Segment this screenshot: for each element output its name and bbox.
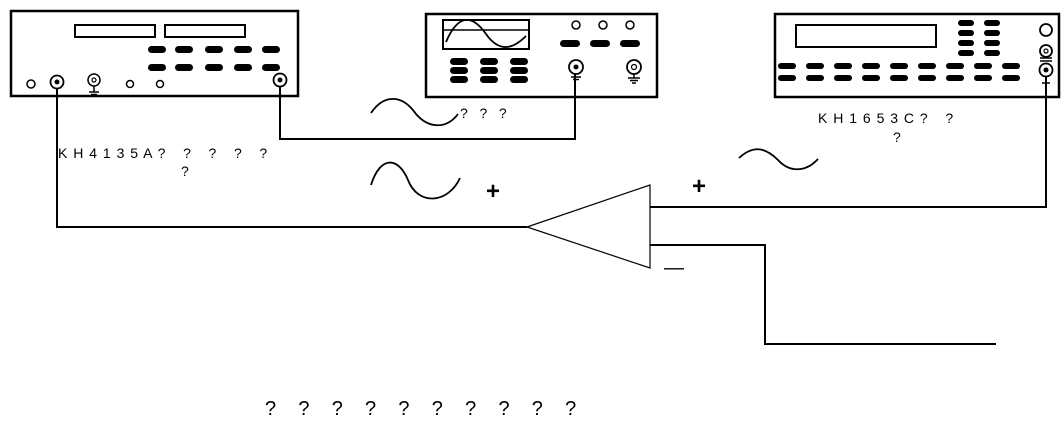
amp-minus-input-label: — — [664, 257, 684, 279]
output-plus-label: + — [486, 178, 501, 205]
wave-icon — [738, 148, 819, 171]
wiring — [56, 74, 1047, 345]
amp-plus-input-label: + — [692, 173, 707, 200]
wire-plus-input — [650, 77, 1047, 208]
figure-caption: ? ? ? ? ? ? ? ? ? ? — [265, 398, 577, 420]
wave-icon — [370, 98, 459, 127]
wave-icon — [370, 161, 461, 200]
wire-minus-input — [650, 244, 996, 345]
amplifier-symbol — [525, 184, 651, 269]
wave-icon — [445, 18, 527, 48]
terminal-icon — [272, 72, 288, 88]
terminal-icon — [49, 74, 65, 90]
middle-instrument — [424, 12, 659, 99]
ground-icon — [89, 91, 99, 96]
left-instrument — [9, 9, 300, 98]
terminal-icon — [1039, 44, 1053, 58]
right-instrument-keypad — [778, 20, 1020, 81]
right-instrument-label-line1: K H 1 6 5 3 C ? ? — [818, 110, 954, 126]
wire-generator-link — [279, 74, 576, 140]
left-instrument-label-line2: ? — [181, 163, 189, 179]
wire-amp-output — [56, 89, 527, 228]
ground-icon — [628, 77, 640, 84]
left-instrument-keypad — [148, 46, 280, 71]
right-instrument — [773, 12, 1061, 99]
right-instrument-label-line2: ? — [893, 129, 901, 145]
terminal-icon — [568, 59, 584, 75]
left-instrument-label-line1: K H 4 1 3 5 A ? ? ? ? ? — [58, 145, 268, 161]
middle-signal-label: ? ? ? — [460, 105, 507, 121]
terminal-icon — [87, 73, 101, 92]
middle-instrument-keypad — [450, 40, 640, 83]
terminal-icon — [1038, 62, 1054, 78]
terminal-icon — [626, 59, 642, 78]
